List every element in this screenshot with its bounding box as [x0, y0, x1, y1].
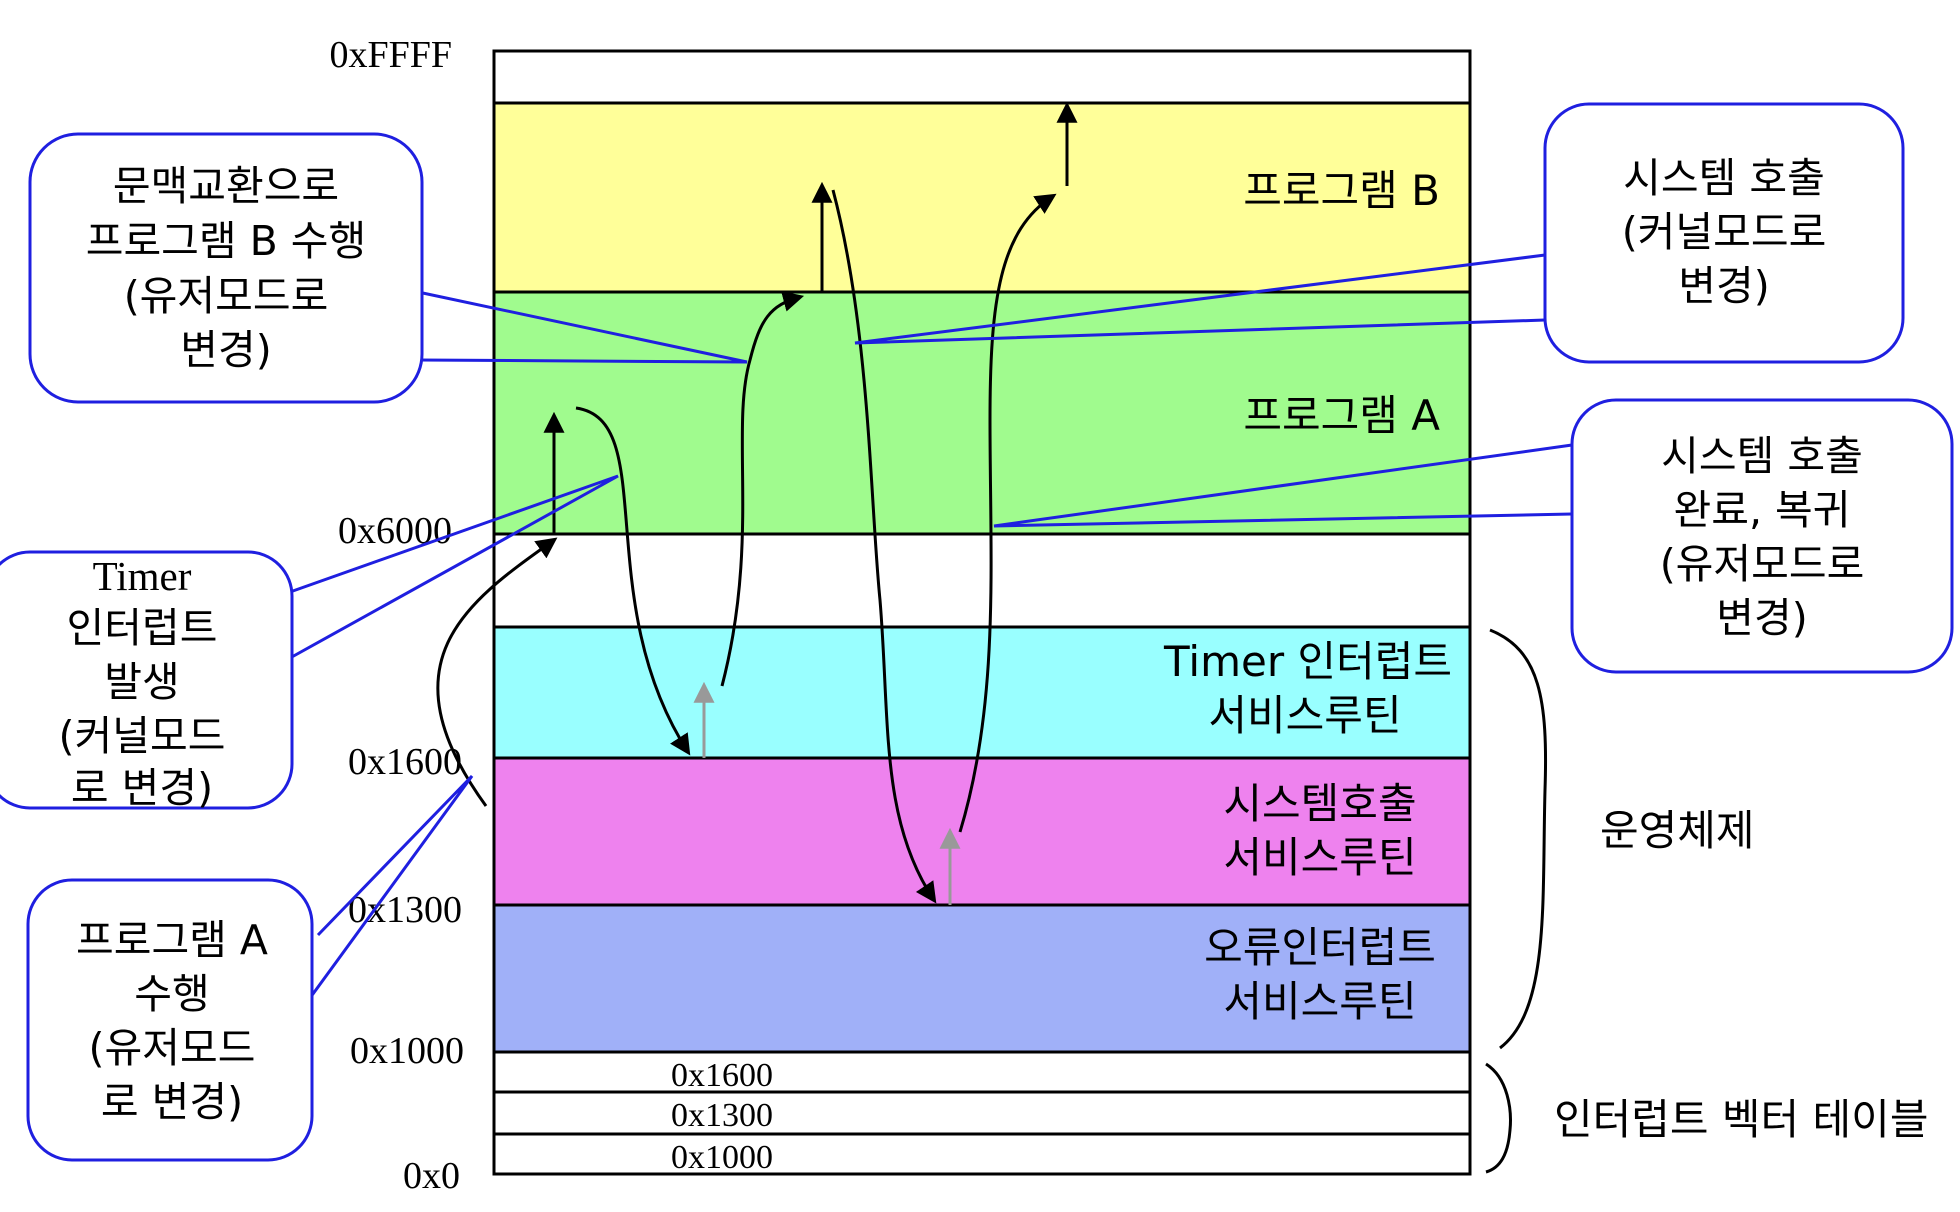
syscall-isr-label-1: 시스템호출 — [1223, 779, 1416, 828]
vector-entry-1300: 0x1300 — [671, 1097, 773, 1134]
callout-syscall-return-line-1: 시스템 호출 — [1661, 432, 1863, 480]
callout-syscall-line-3: 변경) — [1678, 262, 1769, 310]
callout-pointers — [289, 253, 1573, 999]
region-program-b — [492, 101, 1472, 294]
callout-context-switch-box — [28, 132, 424, 404]
callout-timer-interrupt-line-1: Timer — [93, 553, 192, 599]
callout-program-a-run-box — [26, 878, 314, 1162]
os-label: 운영체제 — [1600, 806, 1755, 855]
pointer-syscall — [854, 253, 1546, 345]
callout-program-a-run-line-4: 로 변경) — [101, 1078, 243, 1126]
vector-entry-1000: 0x1000 — [671, 1139, 773, 1176]
address-ffff: 0xFFFF — [329, 34, 452, 76]
program-b-label: 프로그램 B — [1243, 166, 1440, 215]
callout-context-switch-line-2: 프로그램 B 수행 — [86, 217, 367, 265]
callout-timer-interrupt-line-4: (커널모드 — [59, 712, 226, 760]
address-1600: 0x1600 — [348, 741, 462, 783]
callout-context-switch-line-4: 변경) — [180, 326, 271, 374]
address-1000: 0x1000 — [350, 1030, 464, 1072]
flow-system-call — [831, 189, 937, 904]
callout-program-a-run-line-1: 프로그램 A — [76, 916, 268, 964]
vector-row-1300 — [492, 1090, 1472, 1136]
region-mid-free — [492, 532, 1472, 629]
flow-timer-interrupt — [575, 406, 691, 756]
syscall-isr-label-2: 서비스루틴 — [1223, 833, 1416, 882]
vector-row-1000 — [492, 1132, 1472, 1176]
vector-table-brace — [1485, 1062, 1512, 1174]
flow-program-a-initial — [436, 537, 558, 807]
callout-timer-interrupt-line-5: 로 변경) — [71, 764, 213, 812]
address-0: 0x0 — [403, 1155, 460, 1197]
callout-program-a-run-line-3: (유저모드 — [89, 1024, 256, 1072]
region-program-a — [492, 290, 1472, 536]
timer-isr-label-2: 서비스루틴 — [1208, 691, 1401, 740]
pointer-timer-interrupt — [289, 474, 619, 660]
callout-syscall-return-box — [1570, 398, 1954, 674]
os-brace — [1489, 628, 1548, 1050]
flow-syscall-return — [958, 193, 1057, 833]
callout-context-switch-line-1: 문맥교환으로 — [113, 162, 339, 210]
vector-entry-1600: 0x1600 — [671, 1057, 773, 1094]
address-6000: 0x6000 — [338, 510, 452, 552]
vector-table-label: 인터럽트 벡터 테이블 — [1554, 1095, 1928, 1144]
region-syscall-isr — [492, 756, 1472, 907]
callout-syscall-return-line-2: 완료, 복귀 — [1674, 486, 1851, 534]
callout-timer-interrupt-line-3: 발생 — [104, 658, 179, 706]
memory-column — [492, 49, 1472, 1176]
error-isr-label-2: 서비스루틴 — [1223, 977, 1416, 1026]
execution-flow — [436, 101, 1078, 905]
address-1300: 0x1300 — [348, 889, 462, 931]
callout-timer-interrupt-line-2: 인터럽트 — [67, 604, 218, 652]
pointer-syscall-return — [993, 443, 1573, 528]
timer-isr-label-1: Timer 인터럽트 — [1163, 637, 1452, 686]
callout-syscall-return-line-4: 변경) — [1716, 594, 1807, 642]
pointer-context-switch — [417, 290, 748, 364]
callout-syscall-line-1: 시스템 호출 — [1623, 154, 1825, 202]
flow-context-switch — [720, 291, 805, 687]
vector-row-1600 — [492, 1050, 1472, 1094]
callout-program-a-run-line-2: 수행 — [134, 970, 209, 1018]
callout-syscall-box — [1543, 102, 1905, 364]
callout-syscall-return-line-3: (유저모드로 — [1660, 540, 1865, 588]
region-top-free — [492, 49, 1472, 105]
pointer-program-a-run — [308, 774, 474, 999]
callout-context-switch-line-3: (유저모드로 — [124, 272, 329, 320]
callout-syscall-line-2: (커널모드로 — [1622, 208, 1827, 256]
callout-timer-interrupt-box — [0, 550, 294, 810]
error-isr-label-1: 오류인터럽트 — [1204, 923, 1436, 972]
program-a-label: 프로그램 A — [1243, 391, 1440, 440]
